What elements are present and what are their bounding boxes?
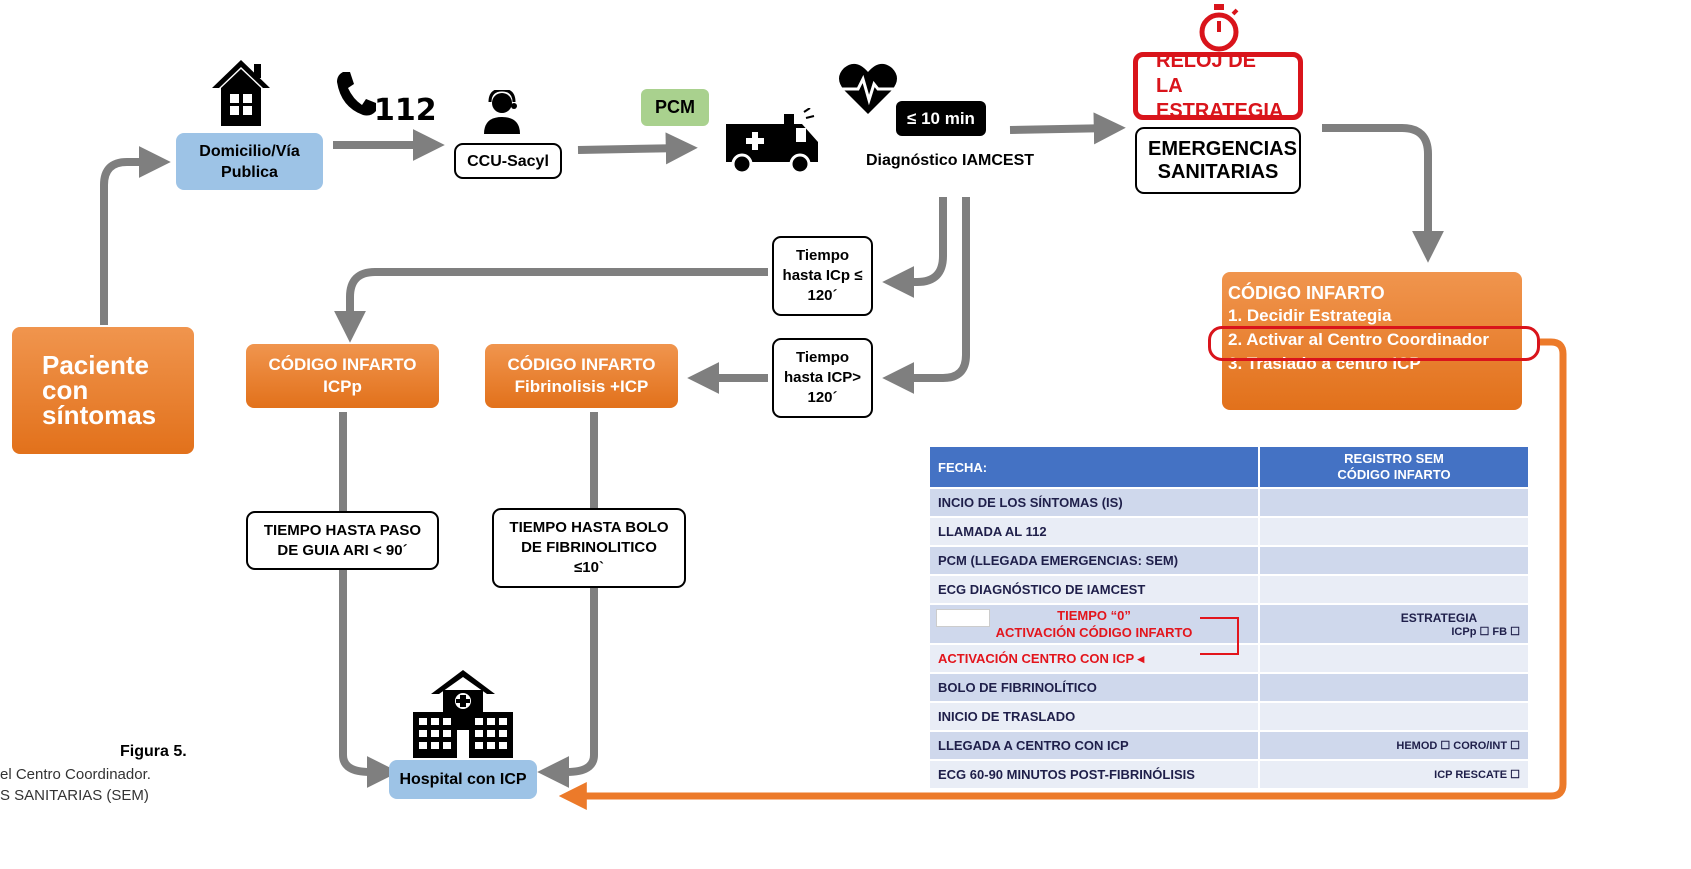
- tiempo-gt-120-box: Tiempo hasta ICP> 120´: [772, 338, 873, 418]
- codigo-icpp-box: CÓDIGO INFARTO ICPp: [246, 344, 439, 408]
- phone-icon: [337, 72, 376, 116]
- row-label: ECG 60-90 MINUTOS POST-FIBRINÓLISIS: [930, 759, 1259, 788]
- tiempo-le-120-box: Tiempo hasta ICp ≤ 120´: [772, 236, 873, 316]
- table-row: INICIO DE TRASLADO: [930, 701, 1528, 731]
- tiempo-le-120-label: Tiempo hasta ICp ≤ 120´: [782, 247, 863, 304]
- table-row: PCM (LLEGADA EMERGENCIAS: SEM): [930, 545, 1528, 575]
- llegada-options: HEMOD ☐ CORO/INT ☐: [1258, 730, 1528, 760]
- tiempo-bolo-label: TIEMPO HASTA BOLO DE FIBRINOLITICO ≤10`: [509, 519, 669, 576]
- tiempo-gt-120-label: Tiempo hasta ICP> 120´: [783, 349, 862, 406]
- reloj-box: RELOJ DE LA ESTRATEGIA: [1133, 50, 1303, 122]
- table-row-tiempo-cero: TIEMPO “0” ACTIVACIÓN CÓDIGO INFARTO EST…: [930, 603, 1528, 644]
- heartbeat-icon: [839, 63, 897, 114]
- row-label: BOLO DE FIBRINOLÍTICO: [930, 672, 1259, 702]
- codigo-icpp-title: CÓDIGO INFARTO: [268, 355, 417, 374]
- registro-header-line1: REGISTRO SEM: [1344, 451, 1444, 466]
- codigo-step-1: 1. Decidir Estrategia: [1228, 306, 1392, 325]
- codigo-icpp-sub: ICPp: [323, 377, 362, 396]
- table-row: LLAMADA AL 112: [930, 516, 1528, 546]
- emergencias-label: EMERGENCIAS SANITARIAS: [1148, 137, 1297, 183]
- row-label: LLEGADA A CENTRO CON ICP: [930, 730, 1259, 760]
- ccu-label: CCU-Sacyl: [467, 152, 549, 170]
- table-row: BOLO DE FIBRINOLÍTICO: [930, 672, 1528, 702]
- operator-icon: [484, 90, 520, 134]
- pcm-label: PCM: [655, 97, 695, 117]
- table-red-connector: [1200, 617, 1239, 655]
- activacion-codigo-label: ACTIVACIÓN CÓDIGO INFARTO: [995, 625, 1193, 640]
- diagnostico-label: Diagnóstico IAMCEST: [866, 152, 1035, 169]
- hospital-icon: [413, 670, 513, 758]
- arrow-paciente-domicilio: [100, 146, 171, 325]
- arrow-diag-tiempo-gt: [882, 197, 970, 394]
- caption-line-1: el Centro Coordinador.: [0, 766, 151, 783]
- phone-number: 112: [374, 93, 437, 128]
- arrow-activation-return: [558, 338, 1567, 810]
- tiempo-cero-label: TIEMPO “0”: [1057, 608, 1131, 623]
- ccu-box: CCU-Sacyl: [454, 143, 562, 179]
- codigo-step-2: 2. Activar al Centro Coordinador: [1228, 330, 1490, 349]
- caption-line-2: S SANITARIAS (SEM): [0, 787, 149, 804]
- row-label: ECG DIAGNÓSTICO DE IAMCEST: [930, 574, 1259, 604]
- registro-header-line2: CÓDIGO INFARTO: [1337, 467, 1451, 482]
- row-label: PCM (LLEGADA EMERGENCIAS: SEM): [930, 545, 1259, 575]
- table-row: ACTIVACIÓN CENTRO CON ICP ◂: [930, 643, 1528, 673]
- domicilio-label: Domicilio/Vía Publica: [199, 142, 300, 181]
- row-label: LLAMADA AL 112: [930, 516, 1259, 546]
- registro-header: REGISTRO SEM CÓDIGO INFARTO: [1258, 447, 1528, 488]
- arrow-ccu-ambulance: [577, 132, 698, 165]
- codigo-fib-sub: Fibrinolisis +ICP: [514, 377, 649, 396]
- step-2-highlight: [1208, 326, 1540, 361]
- reloj-label: RELOJ DE LA ESTRATEGIA: [1156, 49, 1284, 122]
- arrow-diagnostico-emergencias: [1009, 112, 1126, 145]
- codigo-fib-title: CÓDIGO INFARTO: [507, 355, 656, 374]
- stopwatch-icon: [1199, 4, 1239, 52]
- hospital-label: Hospital con ICP: [399, 771, 527, 788]
- paciente-label: Paciente con síntomas: [42, 350, 157, 430]
- emergencias-box: EMERGENCIAS SANITARIAS: [1135, 127, 1301, 194]
- hospital-box: Hospital con ICP: [389, 760, 537, 799]
- ambulance-icon: [726, 108, 818, 174]
- figure-number: Figura 5.: [120, 743, 187, 760]
- pcm-box: PCM: [641, 89, 709, 126]
- estrategia-options: ICPp ☐ FB ☐: [1451, 625, 1520, 638]
- codigo-infarto-title: CÓDIGO INFARTO: [1228, 283, 1385, 303]
- row-label: INICIO DE TRASLADO: [930, 701, 1259, 731]
- tiempo-guia-box: TIEMPO HASTA PASO DE GUIA ARI < 90´: [246, 511, 439, 570]
- row-label: INCIO DE LOS SÍNTOMAS (IS): [930, 487, 1259, 517]
- table-row: INCIO DE LOS SÍNTOMAS (IS): [930, 487, 1528, 517]
- tiempo-bolo-box: TIEMPO HASTA BOLO DE FIBRINOLITICO ≤10`: [492, 508, 686, 588]
- tiempo-guia-label: TIEMPO HASTA PASO DE GUIA ARI < 90´: [263, 521, 422, 559]
- arrow-icpp-hospital: [339, 412, 399, 788]
- paciente-box: Paciente con síntomas: [12, 327, 194, 454]
- min-label: ≤ 10 min: [907, 108, 975, 128]
- arrow-fib-hospital: [537, 412, 598, 788]
- fecha-header: FECHA:: [930, 447, 1259, 488]
- house-icon: [212, 60, 270, 126]
- table-row: ECG DIAGNÓSTICO DE IAMCEST: [930, 574, 1528, 604]
- arrow-emergencias-codigo: [1322, 124, 1444, 263]
- codigo-fib-box: CÓDIGO INFARTO Fibrinolisis +ICP: [485, 344, 678, 408]
- registro-table: FECHA: REGISTRO SEM CÓDIGO INFARTO INCIO…: [930, 447, 1528, 788]
- activacion-centro-label: ACTIVACIÓN CENTRO CON ICP: [938, 650, 1134, 666]
- arrow-diag-tiempo-le: [882, 197, 947, 298]
- arrow-tiempo-le-icpp: [334, 268, 768, 343]
- domicilio-box: Domicilio/Vía Publica: [176, 133, 323, 190]
- estrategia-label: ESTRATEGIA: [1400, 610, 1478, 625]
- min-badge: ≤ 10 min: [896, 101, 986, 136]
- logo-thumbnail: [936, 609, 990, 627]
- rescate-option: ICP RESCATE ☐: [1258, 759, 1528, 788]
